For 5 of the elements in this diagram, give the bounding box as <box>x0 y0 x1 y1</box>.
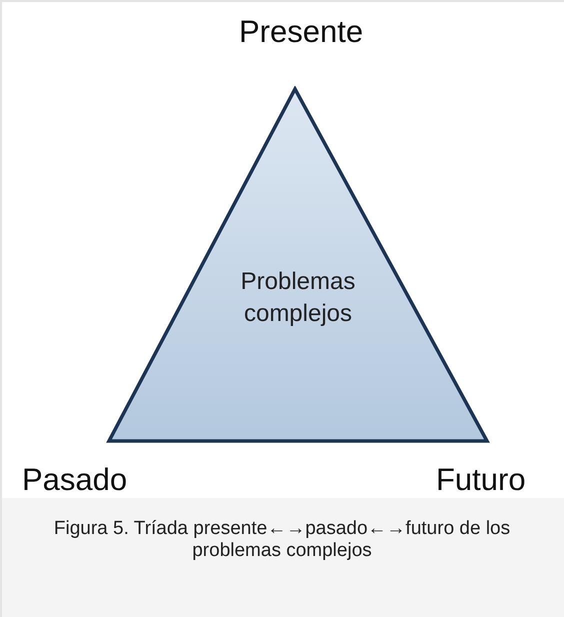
vertex-label: Pasado <box>22 462 128 498</box>
center-label: Problemas complejos <box>240 267 356 329</box>
vertex-label: Presente <box>239 14 364 50</box>
vertex-label: Futuro <box>436 462 526 498</box>
figure-caption: Figura 5. Tríada presente←→pasado←→futuro de los problemas complejos <box>52 518 512 562</box>
